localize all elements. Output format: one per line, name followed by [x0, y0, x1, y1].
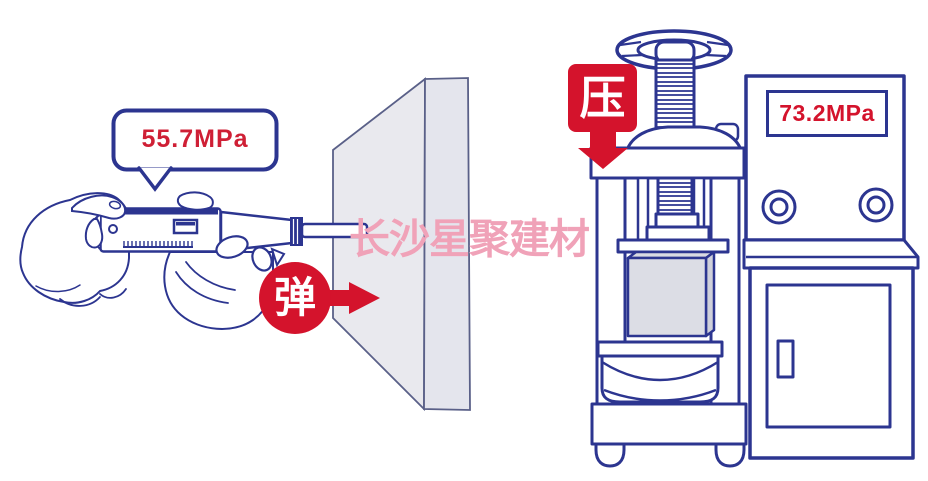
fingers-over-hammer — [71, 191, 286, 272]
rebound-reading-value: 55.7MPa — [141, 124, 249, 153]
upper-plate — [616, 238, 730, 254]
press-arrow-icon — [578, 132, 628, 169]
rebound-action-badge: 弹 — [259, 262, 331, 334]
rebound-arrow-icon — [330, 282, 380, 314]
hammer-button — [108, 224, 118, 234]
lower-plate — [596, 340, 724, 358]
cylinder-platen — [600, 354, 720, 404]
control-knob — [858, 187, 894, 223]
machine-base — [590, 402, 748, 446]
press-action-badge: 压 — [568, 64, 637, 132]
machine-foot — [594, 442, 626, 468]
concrete-wall — [332, 77, 471, 412]
control-knob — [761, 189, 797, 225]
compression-machine — [589, 29, 748, 468]
reading-bubble — [111, 108, 279, 192]
watermark-text: 长沙星聚建材 — [349, 216, 590, 262]
screw-column — [654, 40, 696, 140]
door-handle — [776, 339, 795, 379]
hammer-scale-ruler — [123, 241, 193, 248]
machine-display-value: 73.2MPa — [766, 90, 888, 137]
concrete-specimen — [626, 250, 716, 338]
machine-foot — [714, 442, 746, 468]
hammer-window — [172, 218, 199, 235]
